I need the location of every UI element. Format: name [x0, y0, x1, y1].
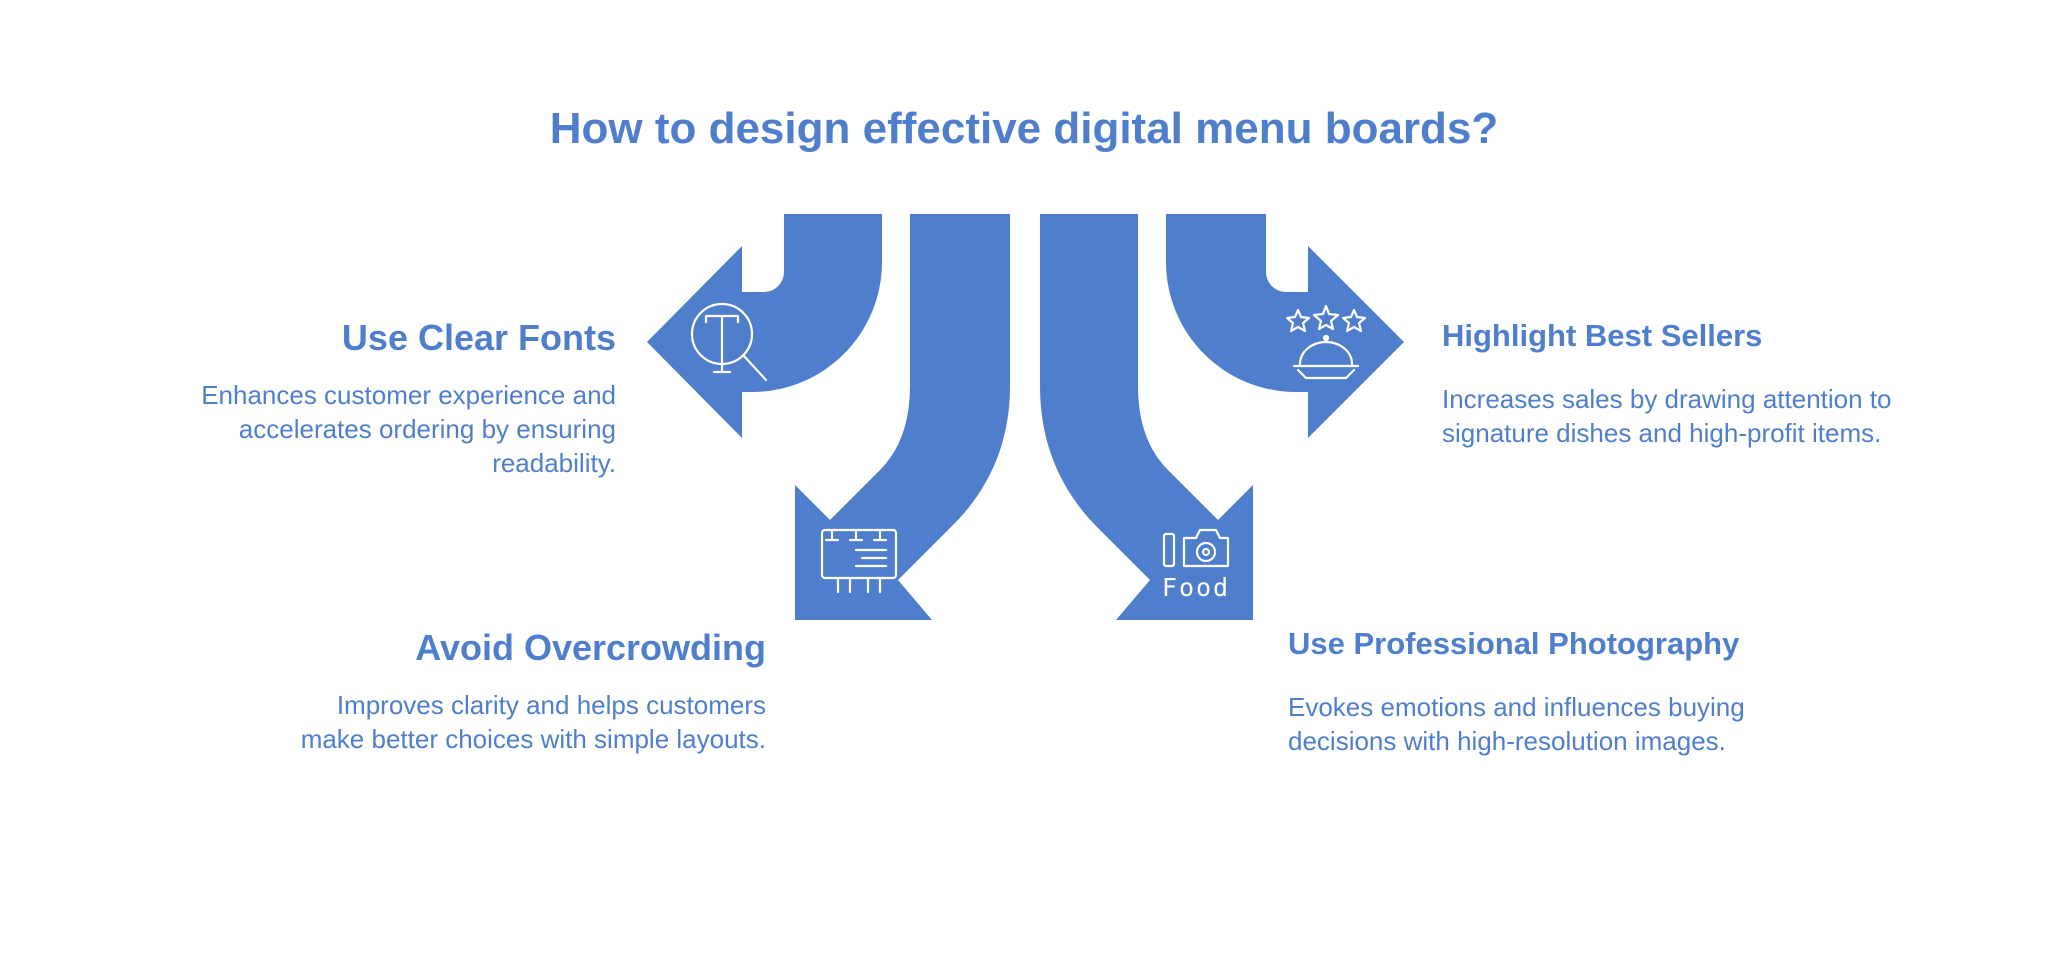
item-heading: Highlight Best Sellers [1442, 318, 1763, 353]
stars-food-cloche-icon [1285, 304, 1367, 380]
item-description-line: decisions with high-resolution images. [1288, 726, 1726, 756]
camera-food-icon [1162, 528, 1230, 568]
item-highlight-best-sellers: Highlight Best Sellers Increases sales b… [1442, 314, 2002, 450]
item-description-line: Enhances customer experience and [201, 380, 616, 410]
item-heading: Use Professional Photography [1288, 626, 1740, 661]
arrow-right-top [1166, 214, 1404, 438]
item-description-line: Increases sales by drawing attention to [1442, 384, 1892, 414]
item-description-line: signature dishes and high-profit items. [1442, 418, 1882, 448]
item-heading: Use Clear Fonts [341, 317, 616, 358]
magnifier-letter-t-icon [690, 302, 768, 382]
item-description-line: make better choices with simple layouts. [300, 724, 766, 754]
item-description-line: Evokes emotions and influences buying [1288, 692, 1745, 722]
camera-food-label: Food [1162, 573, 1230, 602]
arrow-down-left [795, 214, 1010, 620]
item-heading: Avoid Overcrowding [415, 627, 766, 668]
item-description-line: readability. [492, 448, 616, 478]
item-description-line: Improves clarity and helps customers [336, 690, 766, 720]
item-use-clear-fonts: Use Clear Fonts Enhances customer experi… [100, 316, 616, 480]
item-avoid-overcrowding: Avoid Overcrowding Improves clarity and … [200, 626, 766, 756]
menu-board-sign-icon [820, 528, 898, 594]
item-description-line: accelerates ordering by ensuring [238, 414, 616, 444]
arrow-down-right [1040, 214, 1253, 620]
item-use-professional-photography: Use Professional Photography Evokes emot… [1288, 622, 1848, 758]
arrow-left-top [647, 214, 882, 438]
page-title: How to design effective digital menu boa… [549, 104, 1499, 153]
